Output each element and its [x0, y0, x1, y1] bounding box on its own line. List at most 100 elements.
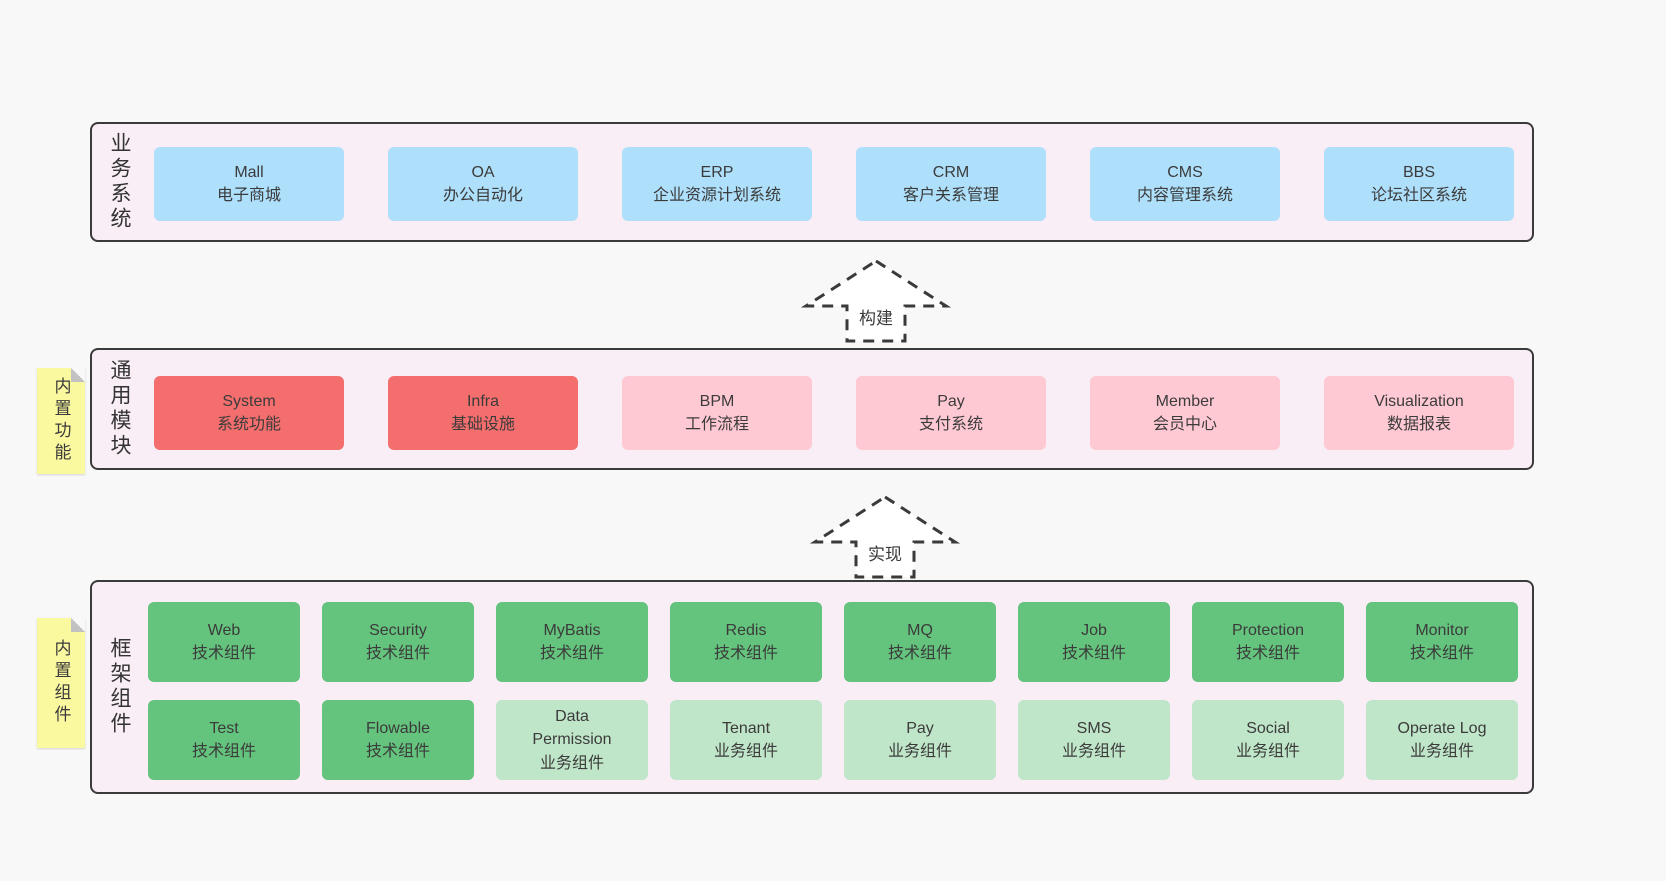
box-sms: SMS 业务组件: [1018, 700, 1170, 780]
layer-label-framework-components: 框架组件: [108, 637, 131, 737]
box-subtitle: 办公自动化: [442, 187, 523, 204]
box-subtitle: 技术组件: [1061, 645, 1126, 662]
box-title: Mall: [234, 163, 264, 181]
box-subtitle: 技术组件: [365, 645, 430, 662]
box-subtitle: 企业资源计划系统: [652, 187, 781, 204]
box-title: Test: [209, 719, 239, 737]
box-operate-log: Operate Log 业务组件: [1366, 700, 1518, 780]
box-mybatis: MyBatis 技术组件: [496, 602, 648, 682]
folded-corner-icon: [71, 368, 85, 382]
box-title: Social: [1246, 719, 1290, 737]
box-subtitle: 基础设施: [450, 416, 515, 433]
box-subtitle: 电子商城: [216, 187, 281, 204]
layer-framework-components: 框架组件 Web 技术组件 Security 技术组件 MyBatis 技术组件…: [90, 580, 1534, 794]
box-title: Member: [1155, 392, 1215, 410]
box-subtitle: 数据报表: [1386, 416, 1451, 433]
arrow-build: 构建: [801, 258, 951, 344]
box-mall: Mall 电子商城: [154, 147, 344, 221]
box-subtitle: 业务组件: [1235, 743, 1300, 760]
arrow-label-build: 构建: [857, 304, 895, 329]
box-subtitle: 系统功能: [216, 416, 281, 433]
box-subtitle: 技术组件: [539, 645, 604, 662]
box-title: OA: [471, 163, 495, 181]
box-data-permission: Data Permission 业务组件: [496, 700, 648, 780]
box-subtitle: 业务组件: [1409, 743, 1474, 760]
sticky-note-builtin-components: 内置组件: [37, 618, 85, 748]
box-title: MQ: [907, 621, 933, 639]
box-pay: Pay 支付系统: [856, 376, 1046, 450]
box-system: System 系统功能: [154, 376, 344, 450]
box-test: Test 技术组件: [148, 700, 300, 780]
box-title: Pay: [937, 392, 965, 410]
box-subtitle: 业务组件: [887, 743, 952, 760]
sticky-note-text: 内置组件: [51, 639, 71, 727]
box-subtitle: 支付系统: [918, 416, 983, 433]
box-protection: Protection 技术组件: [1192, 602, 1344, 682]
box-subtitle: 业务组件: [713, 743, 778, 760]
box-subtitle: 技术组件: [191, 645, 256, 662]
box-title: Pay: [906, 719, 934, 737]
box-title: BPM: [699, 392, 735, 410]
box-bbs: BBS 论坛社区系统: [1324, 147, 1514, 221]
layer-common-modules: 通用模块 System 系统功能 Infra 基础设施 BPM 工作流程 Pay…: [90, 348, 1534, 470]
box-web: Web 技术组件: [148, 602, 300, 682]
box-title: Flowable: [365, 719, 431, 737]
box-title: Infra: [466, 392, 499, 410]
folded-corner-icon: [71, 618, 85, 632]
box-cms: CMS 内容管理系统: [1090, 147, 1280, 221]
box-job: Job 技术组件: [1018, 602, 1170, 682]
box-subtitle: 论坛社区系统: [1370, 187, 1467, 204]
box-redis: Redis 技术组件: [670, 602, 822, 682]
box-title: Operate Log: [1397, 719, 1487, 737]
box-subtitle: 客户关系管理: [902, 187, 999, 204]
layer-label-common-modules: 通用模块: [108, 359, 131, 459]
box-pay-component: Pay 业务组件: [844, 700, 996, 780]
box-title: CRM: [932, 163, 970, 181]
box-title: ERP: [700, 163, 734, 181]
box-visualization: Visualization 数据报表: [1324, 376, 1514, 450]
box-subtitle: 技术组件: [1409, 645, 1474, 662]
box-title: Visualization: [1374, 392, 1464, 410]
box-subtitle: 业务组件: [1061, 743, 1126, 760]
box-title: Web: [207, 621, 241, 639]
box-infra: Infra 基础设施: [388, 376, 578, 450]
box-oa: OA 办公自动化: [388, 147, 578, 221]
box-title: Data Permission: [532, 708, 612, 749]
arrow-implement: 实现: [810, 494, 960, 580]
box-subtitle: 技术组件: [887, 645, 952, 662]
box-subtitle: 技术组件: [713, 645, 778, 662]
box-subtitle: 会员中心: [1152, 416, 1217, 433]
box-flowable: Flowable 技术组件: [322, 700, 474, 780]
box-erp: ERP 企业资源计划系统: [622, 147, 812, 221]
box-monitor: Monitor 技术组件: [1366, 602, 1518, 682]
box-title: System: [222, 392, 276, 410]
box-bpm: BPM 工作流程: [622, 376, 812, 450]
box-title: Monitor: [1415, 621, 1469, 639]
box-member: Member 会员中心: [1090, 376, 1280, 450]
box-title: CMS: [1167, 163, 1203, 181]
box-crm: CRM 客户关系管理: [856, 147, 1046, 221]
up-arrow-icon: [810, 495, 960, 579]
box-title: Redis: [725, 621, 767, 639]
box-title: Security: [369, 621, 427, 639]
box-title: BBS: [1402, 163, 1435, 181]
box-subtitle: 技术组件: [191, 743, 256, 760]
box-subtitle: 技术组件: [365, 743, 430, 760]
box-subtitle: 工作流程: [684, 416, 749, 433]
arrow-label-implement: 实现: [866, 540, 904, 565]
box-subtitle: 技术组件: [1235, 645, 1300, 662]
box-title: MyBatis: [543, 621, 601, 639]
box-title: Protection: [1231, 621, 1305, 639]
box-mq: MQ 技术组件: [844, 602, 996, 682]
sticky-note-builtin-functions: 内置功能: [37, 368, 85, 474]
box-subtitle: 内容管理系统: [1136, 187, 1233, 204]
box-security: Security 技术组件: [322, 602, 474, 682]
up-arrow-icon: [801, 259, 951, 343]
layer-business-systems: 业务系统 Mall 电子商城 OA 办公自动化 ERP 企业资源计划系统 CRM…: [90, 122, 1534, 242]
box-title: Job: [1081, 621, 1107, 639]
layer-label-business-systems: 业务系统: [108, 132, 131, 232]
box-social: Social 业务组件: [1192, 700, 1344, 780]
sticky-note-text: 内置功能: [51, 377, 71, 465]
box-tenant: Tenant 业务组件: [670, 700, 822, 780]
